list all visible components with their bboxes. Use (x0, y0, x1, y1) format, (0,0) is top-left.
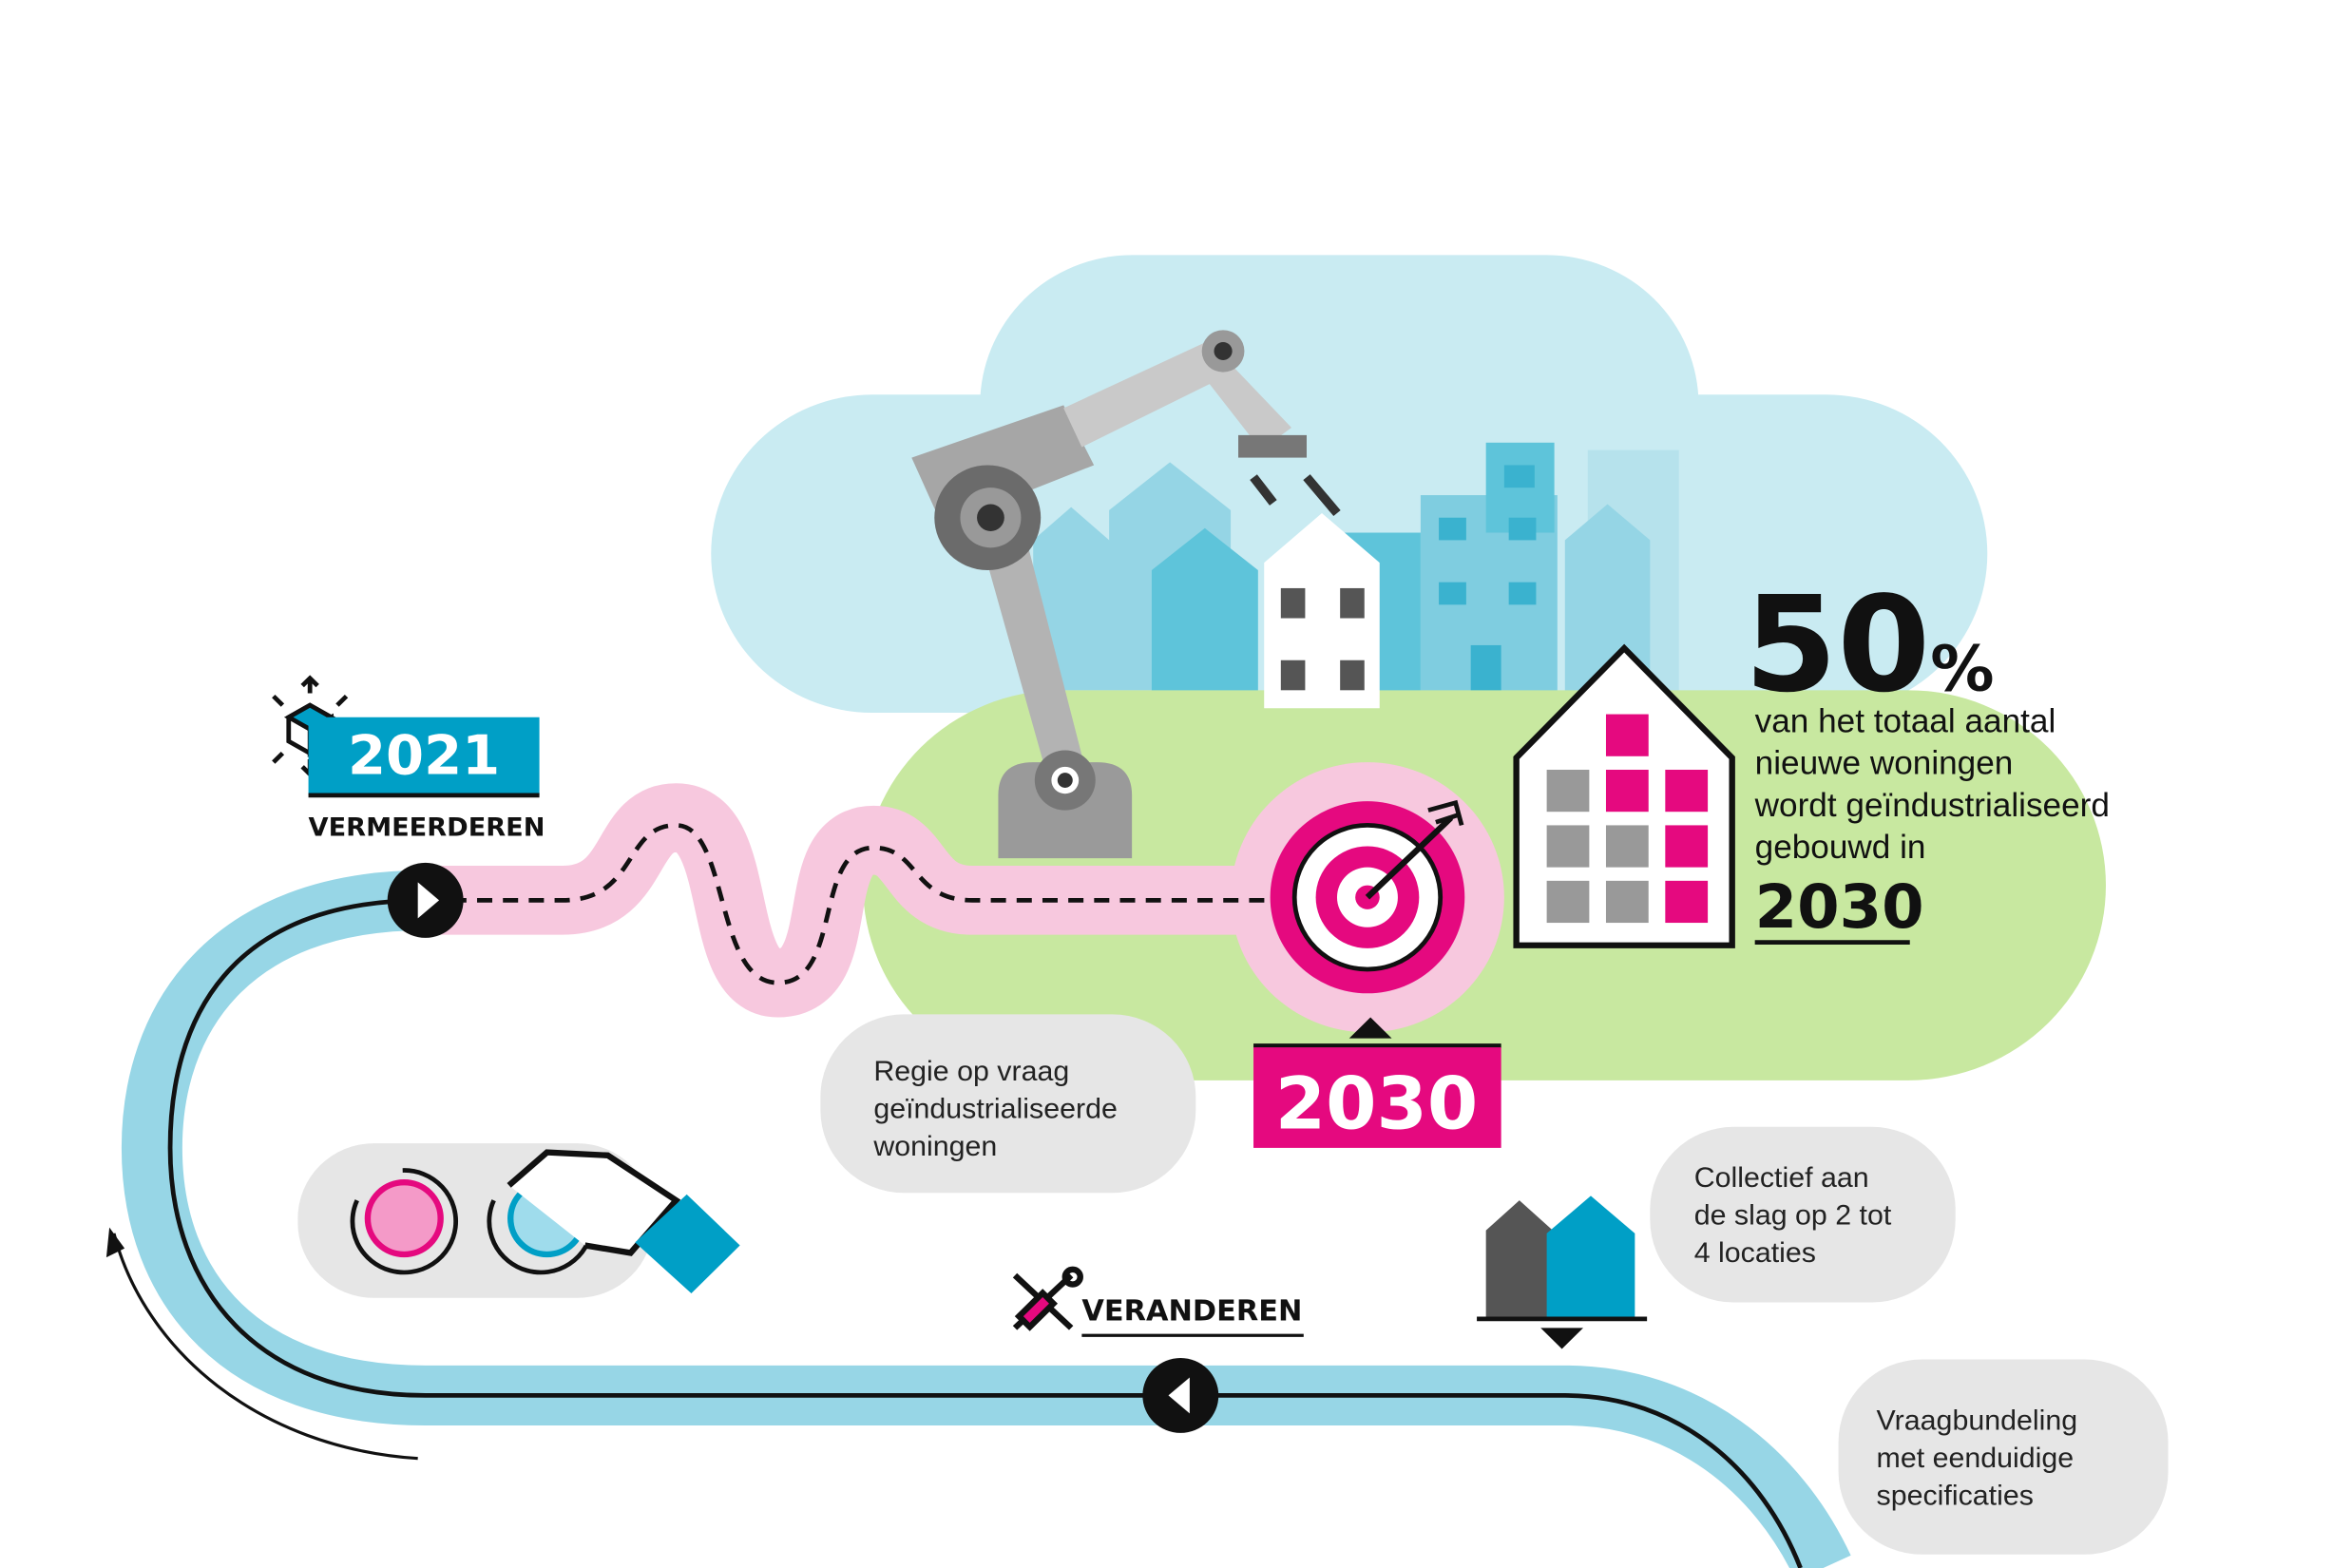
hand-icon (507, 1149, 740, 1294)
bubble-text: 4 locaties (1694, 1237, 1816, 1269)
road (121, 870, 1851, 1568)
label-veranderen: VERANDEREN (1081, 1295, 1302, 1329)
bubble-text: Collectief aan (1694, 1162, 1869, 1194)
target-icon (1270, 799, 1465, 994)
bubble-text: met eenduidige (1877, 1443, 2075, 1474)
stat-year: 2030 (1755, 871, 1924, 942)
robot-arm (911, 330, 1341, 859)
stat-line: van het totaal aantal (1755, 703, 2056, 740)
stat-line: nieuwe woningen (1755, 745, 2014, 782)
label-vermeerderen: VERMEERDEREN (309, 813, 545, 843)
start-marker-button[interactable] (387, 862, 464, 938)
road-line (167, 898, 1803, 1568)
caret-up-icon (1348, 1017, 1392, 1039)
bubble-text: Regie op vraag (873, 1056, 1069, 1087)
year-2021-badge (308, 717, 540, 795)
bubble-vraagbundeling (1838, 1359, 2169, 1555)
stat-description: van het totaal aantal nieuwe woningen wo… (1754, 703, 2110, 866)
house-grid-icon (1513, 643, 1735, 948)
cycle-pink-icon (350, 1168, 459, 1275)
year-2030: 2030 (1275, 1061, 1479, 1145)
bubble-text: geïndustrialiseerde (873, 1093, 1118, 1124)
arrow-head-icon (105, 1227, 125, 1258)
pink-route (425, 783, 1277, 1018)
stat-value: 50% (1744, 567, 1994, 721)
direction-arrow (112, 1233, 418, 1461)
bubble-text: Vraagbundeling (1877, 1405, 2078, 1437)
bubble-collectief (1650, 1126, 1956, 1303)
stat-line: wordt geïndustrialiseerd (1754, 787, 2110, 824)
bubble-regie (820, 1014, 1196, 1194)
year-2021: 2021 (348, 725, 500, 788)
tools-icon (1012, 1266, 1083, 1331)
houses-icon (1477, 1195, 1648, 1349)
white-house (1264, 513, 1380, 709)
dashed-route (425, 823, 1277, 985)
bubble-text: de slag op 2 tot (1694, 1200, 1892, 1232)
back-marker-button[interactable] (1142, 1357, 1219, 1433)
year-2030-badge (1253, 1047, 1501, 1148)
stat-line: gebouwd in (1755, 829, 1926, 866)
bubble-text: specificaties (1877, 1481, 2034, 1512)
bubble-text: woningen (872, 1131, 997, 1162)
